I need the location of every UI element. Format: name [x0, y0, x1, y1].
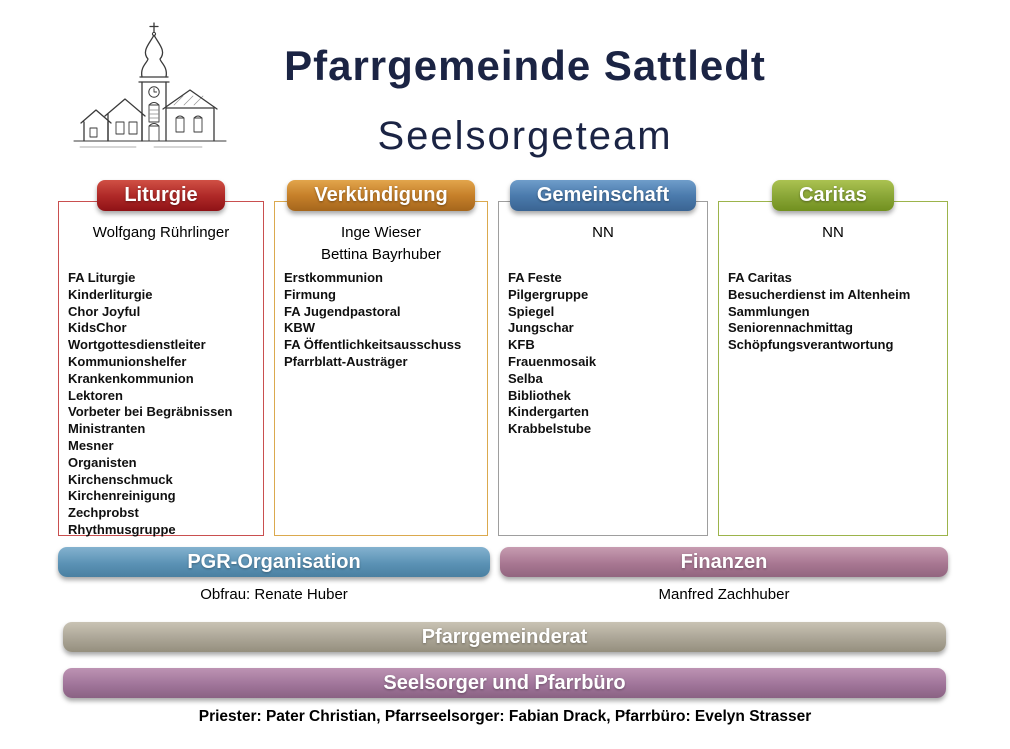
- column-verkuendigung: Verkündigung Inge Wieser Bettina Bayrhub…: [274, 180, 488, 536]
- gemeinschaft-box: NN FA Feste Pilgergruppe Spiegel Jungsch…: [498, 201, 708, 536]
- verkuendigung-header-badge: Verkündigung: [287, 180, 475, 211]
- caritas-header-badge: Caritas: [772, 180, 894, 211]
- pgr-organisation-banner: PGR-Organisation: [58, 547, 490, 577]
- church-illustration: [73, 22, 227, 148]
- liturgie-items: FA Liturgie Kinderliturgie Chor Joyful K…: [68, 270, 233, 537]
- verkuendigung-items: Erstkommunion Firmung FA Jugendpastoral …: [284, 270, 462, 369]
- caritas-leads: NN: [822, 224, 844, 241]
- page-title: Pfarrgemeinde Sattledt: [284, 42, 766, 89]
- gemeinschaft-leads: NN: [592, 224, 614, 241]
- liturgie-header-badge: Liturgie: [97, 180, 225, 211]
- pgr-organisation-lead: Obfrau: Renate Huber: [200, 586, 348, 603]
- column-liturgie: Liturgie Wolfgang Rührlinger FA Liturgie…: [58, 180, 264, 537]
- caritas-box: NN FA Caritas Besucherdienst im Altenhei…: [718, 201, 948, 536]
- verkuendigung-box: Inge Wieser Bettina Bayrhuber Erstkommun…: [274, 201, 488, 536]
- column-gemeinschaft: Gemeinschaft NN FA Feste Pilgergruppe Sp…: [498, 180, 708, 536]
- verkuendigung-leads: Inge Wieser Bettina Bayrhuber: [320, 224, 442, 263]
- gemeinschaft-items: FA Feste Pilgergruppe Spiegel Jungschar …: [508, 270, 597, 437]
- page-subtitle: Seelsorgeteam: [377, 114, 673, 158]
- pfarrgemeinderat-banner: Pfarrgemeinderat: [63, 622, 946, 652]
- department-columns: Liturgie Wolfgang Rührlinger FA Liturgie…: [58, 180, 948, 537]
- liturgie-leads: Wolfgang Rührlinger: [92, 224, 230, 241]
- caritas-items: FA Caritas Besucherdienst im Altenheim S…: [728, 270, 911, 353]
- column-caritas: Caritas NN FA Caritas Besucherdienst im …: [718, 180, 948, 536]
- finanzen-banner: Finanzen: [500, 547, 948, 577]
- liturgie-box: Wolfgang Rührlinger FA Liturgie Kinderli…: [58, 201, 264, 537]
- seelsorger-pfarrbuero-banner: Seelsorger und Pfarrbüro: [63, 668, 946, 698]
- footer-note: Priester: Pater Christian, Pfarrseelsorg…: [198, 708, 812, 725]
- finanzen-lead: Manfred Zachhuber: [658, 586, 790, 603]
- gemeinschaft-header-badge: Gemeinschaft: [509, 180, 697, 211]
- mid-banner-names: Obfrau: Renate Huber Manfred Zachhuber: [58, 586, 948, 603]
- mid-banner-row: PGR-Organisation Finanzen: [58, 547, 948, 577]
